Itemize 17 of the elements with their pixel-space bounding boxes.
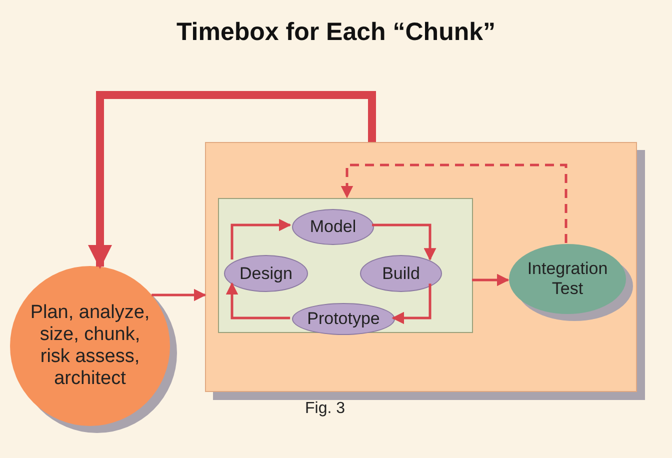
arrow [88,91,376,270]
arrow [340,164,568,243]
node-label: Design [238,264,294,284]
arrow [226,282,290,320]
node-label: Model [308,217,358,237]
node-label: Integration Test [526,259,609,299]
node-label: Build [381,264,421,284]
arrow [372,224,436,261]
node-label: Plan, analyze, size, chunk, risk assess, architect [29,302,151,390]
arrow [472,274,510,286]
iteration-panel [218,198,473,333]
arrow [230,218,292,260]
arrow [152,288,206,302]
diagram-title: Timebox for Each “Chunk” [175,18,497,47]
arrow [392,284,432,324]
figure-number: Fig. 3 [305,400,346,418]
node-label: Prototype [306,309,381,329]
